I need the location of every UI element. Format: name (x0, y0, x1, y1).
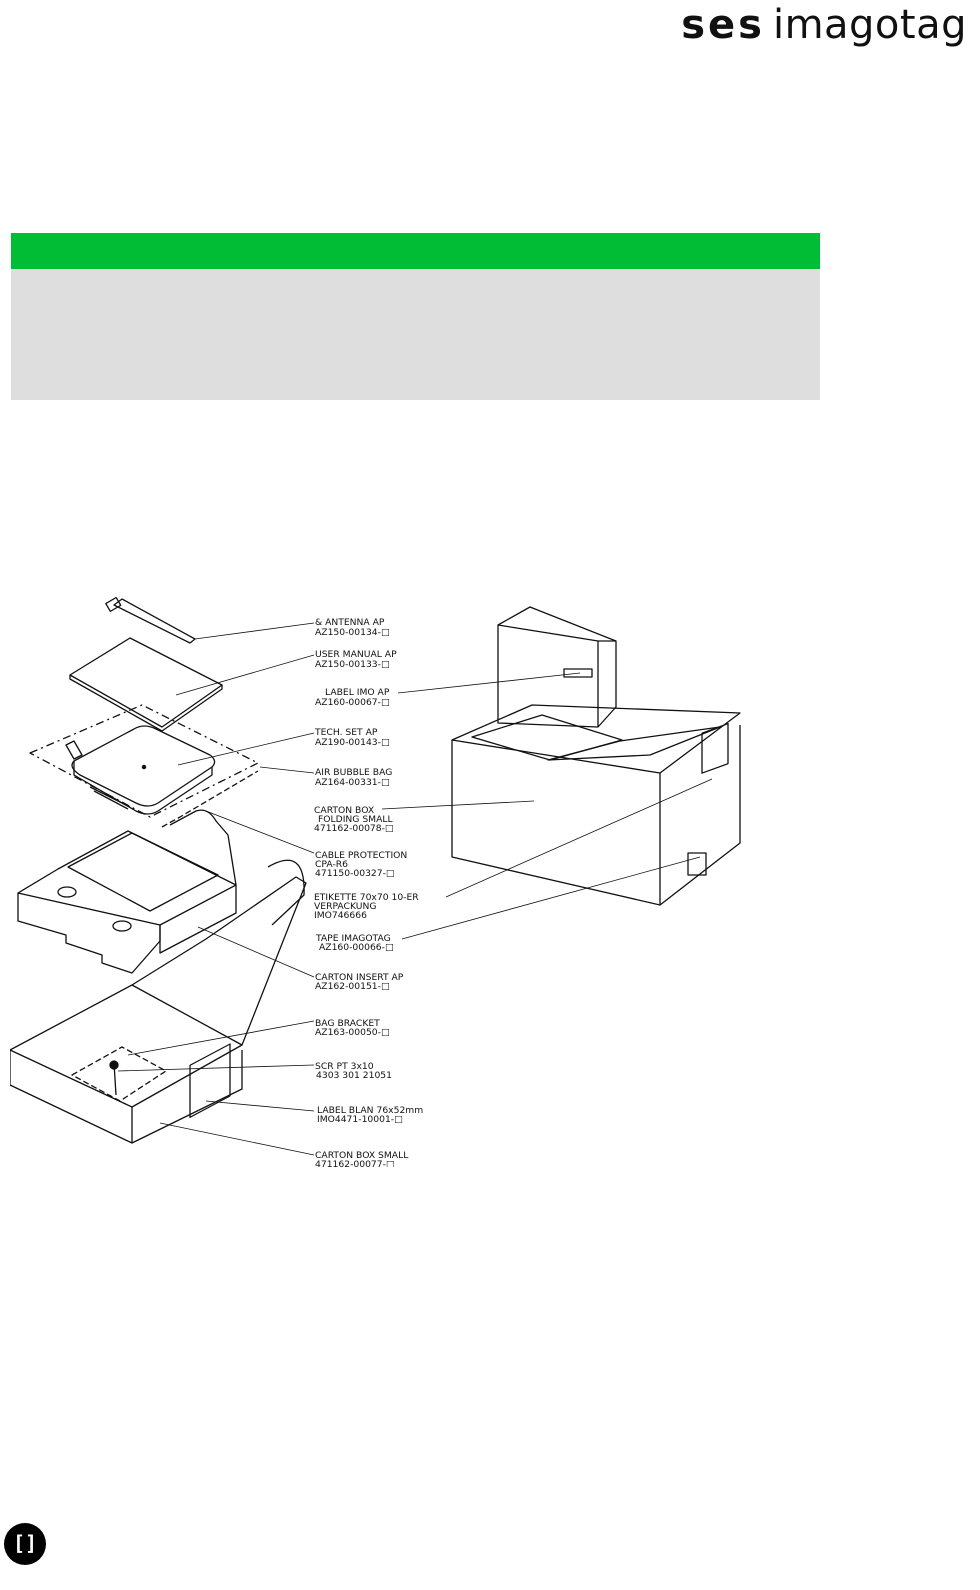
callout-bracket-part: AZ163-00050-□ (315, 1027, 390, 1038)
callout-antenna-part: AZ150-00134-□ (315, 627, 390, 638)
callout-manual-title: USER MANUAL AP (315, 649, 397, 660)
callout-manual-part: AZ150-00133-□ (315, 659, 390, 670)
callout-etikette-subtitle: VERPACKUNG (314, 901, 376, 912)
carton-box-small-part (10, 876, 307, 1144)
callout-etikette-title: ETIKETTE 70x70 10-ER (314, 892, 419, 903)
packaging-exploded-drawing: & ANTENNA AP AZ150-00134-□ USER MANUAL A… (10, 595, 752, 1167)
callout-tech-part: AZ190-00143-□ (315, 737, 390, 748)
callout-bag-part: AZ164-00331-□ (315, 777, 390, 788)
antenna-part (105, 596, 196, 644)
callout-labels: & ANTENNA AP AZ150-00134-□ USER MANUAL A… (314, 617, 423, 1167)
callout-etikette-part: IMO746666 (314, 910, 367, 921)
callout-folding-subtitle: FOLDING SMALL (318, 814, 393, 825)
logo-primary-text: ses (681, 2, 765, 48)
master-carton-part (451, 606, 741, 906)
callout-label-blank-part: IMO4471-10001-□ (317, 1114, 403, 1125)
leader-lines (117, 622, 713, 1156)
content-panel (11, 269, 820, 400)
callout-bag-title: AIR BUBBLE BAG (315, 767, 392, 778)
callout-carton-small-title: CARTON BOX SMALL (315, 1150, 409, 1161)
callout-insert-title: CARTON INSERT AP (315, 972, 404, 983)
manual-part (69, 637, 223, 732)
callout-cable-part: 471150-00327-□ (315, 868, 395, 879)
callout-cable-title: CABLE PROTECTION (315, 850, 407, 861)
callout-folding-part: 471162-00078-□ (314, 823, 394, 834)
callout-screw-title: SCR PT 3x10 (315, 1061, 374, 1072)
callout-cable-subtitle: CPA-R6 (315, 859, 348, 870)
callout-insert-part: AZ162-00151-□ (315, 981, 390, 992)
corner-badge: [] (4, 1523, 46, 1565)
callout-tech-title: TECH. SET AP (314, 727, 378, 738)
callout-screw-part: 4303 301 21051 (316, 1070, 392, 1081)
device-part (65, 725, 216, 815)
callout-tape-part: AZ160-00066-□ (319, 942, 394, 953)
green-header-band (11, 233, 820, 269)
callout-tape-title: TAPE IMAGOTAG (315, 933, 391, 944)
carton-insert-part (17, 809, 305, 974)
callout-carton-small-part: 471162-00077-□ (315, 1159, 395, 1167)
bubble-bag-outline (29, 704, 259, 818)
callout-folding-title: CARTON BOX (314, 805, 374, 816)
callout-label-blank-title: LABEL BLAN 76x52mm (317, 1105, 423, 1116)
callout-antenna-title: & ANTENNA AP (315, 617, 385, 628)
callout-label-imo-title: LABEL IMO AP (325, 687, 390, 698)
drawing-canvas: & ANTENNA AP AZ150-00134-□ USER MANUAL A… (10, 596, 741, 1167)
callout-label-imo-part: AZ160-00067-□ (315, 697, 390, 708)
callout-bracket-title: BAG BRACKET (315, 1018, 380, 1029)
logo-secondary-text: imagotag (772, 2, 967, 48)
